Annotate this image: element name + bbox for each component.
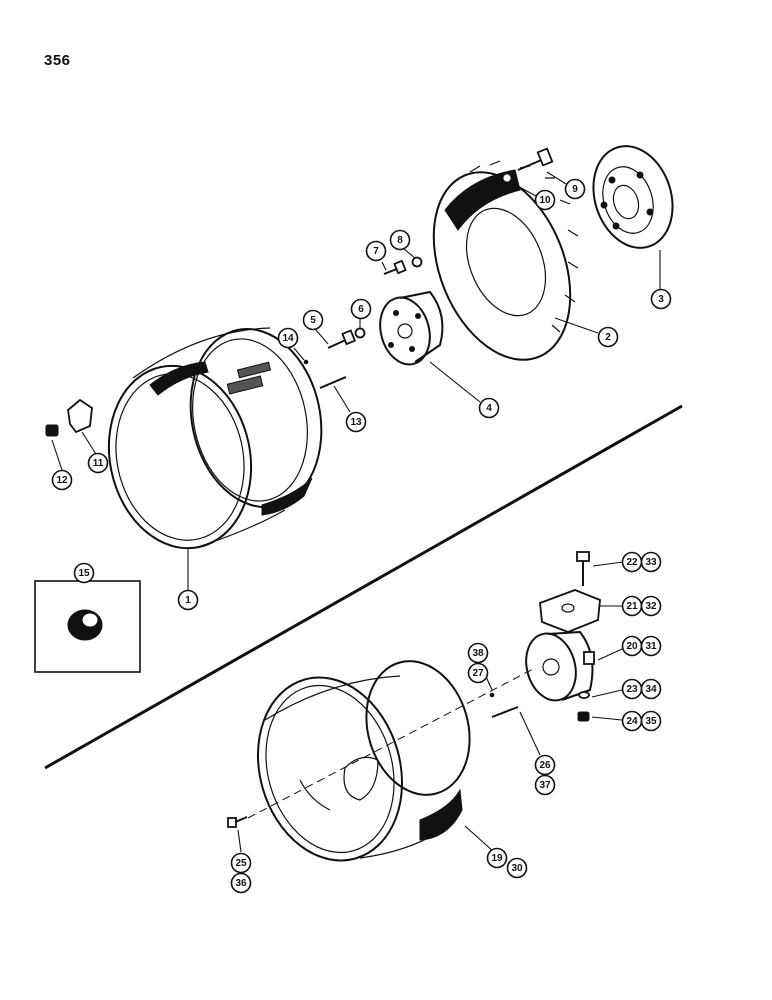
callout-label: 6 bbox=[358, 304, 364, 315]
washer-part-6 bbox=[354, 327, 366, 339]
disc-wheel-part-19 bbox=[256, 660, 471, 862]
callout-label: 22 bbox=[626, 557, 638, 568]
page-number: 356 bbox=[44, 52, 71, 69]
nut-part-10 bbox=[501, 172, 513, 184]
pin-part-14 bbox=[303, 359, 309, 365]
callout-label: 12 bbox=[56, 475, 68, 486]
washer-part-23 bbox=[578, 691, 590, 699]
callout-label: 4 bbox=[486, 403, 492, 414]
assembly-center-line bbox=[247, 667, 536, 819]
hub-part-20 bbox=[525, 631, 595, 702]
callout-30: 30 bbox=[506, 857, 528, 879]
callout-2: 2 bbox=[597, 326, 619, 348]
callout-33: 33 bbox=[640, 551, 662, 573]
callout-label: 1 bbox=[185, 595, 191, 606]
callout-5: 5 bbox=[302, 309, 324, 331]
bolt-part-5 bbox=[327, 329, 357, 349]
callout-11: 11 bbox=[87, 452, 109, 474]
callout-10: 10 bbox=[534, 189, 556, 211]
bolt-part-9 bbox=[517, 147, 554, 171]
callout-label: 34 bbox=[645, 684, 657, 695]
callout-32: 32 bbox=[640, 595, 662, 617]
hub-part-4 bbox=[379, 291, 444, 366]
callout-36: 36 bbox=[230, 872, 252, 894]
callout-label: 26 bbox=[539, 760, 551, 771]
callout-22: 22 bbox=[621, 551, 643, 573]
callout-20: 20 bbox=[621, 635, 643, 657]
clamp-part-21 bbox=[539, 589, 601, 633]
callout-label: 9 bbox=[572, 184, 578, 195]
rim-part-1 bbox=[107, 327, 323, 550]
callout-label: 8 bbox=[397, 235, 403, 246]
callout-label: 30 bbox=[511, 863, 523, 874]
callout-label: 7 bbox=[373, 246, 379, 257]
callout-label: 2 bbox=[605, 332, 611, 343]
callout-label: 13 bbox=[350, 417, 362, 428]
clamp-part-11 bbox=[67, 398, 93, 434]
callout-14: 14 bbox=[277, 327, 299, 349]
callout-6: 6 bbox=[350, 298, 372, 320]
callout-label: 31 bbox=[645, 641, 657, 652]
nut-part-12 bbox=[45, 424, 59, 437]
bolt-part-22 bbox=[576, 551, 590, 586]
callout-1: 1 bbox=[177, 589, 199, 611]
callout-23: 23 bbox=[621, 678, 643, 700]
pin-part-26 bbox=[491, 706, 519, 718]
pin-part-13 bbox=[319, 376, 347, 389]
callout-label: 27 bbox=[472, 668, 484, 679]
callout-35: 35 bbox=[640, 710, 662, 732]
callout-15: 15 bbox=[73, 562, 95, 584]
callout-4: 4 bbox=[478, 397, 500, 419]
callout-7: 7 bbox=[365, 240, 387, 262]
callout-label: 23 bbox=[626, 684, 638, 695]
callout-label: 10 bbox=[539, 195, 551, 206]
bolt-part-25 bbox=[227, 816, 248, 828]
callout-12: 12 bbox=[51, 469, 73, 491]
callout-8: 8 bbox=[389, 229, 411, 251]
pin-part-27 bbox=[489, 692, 495, 698]
callout-label: 32 bbox=[645, 601, 657, 612]
callout-label: 5 bbox=[310, 315, 316, 326]
callout-label: 33 bbox=[645, 557, 657, 568]
callout-34: 34 bbox=[640, 678, 662, 700]
callout-label: 19 bbox=[491, 853, 503, 864]
section-divider-line bbox=[44, 404, 683, 770]
callout-27: 27 bbox=[467, 662, 489, 684]
leader-lines bbox=[51, 171, 661, 853]
callout-24: 24 bbox=[621, 710, 643, 732]
callout-label: 11 bbox=[93, 458, 104, 469]
callout-label: 24 bbox=[626, 716, 638, 727]
callout-label: 15 bbox=[78, 568, 90, 579]
callout-3: 3 bbox=[650, 288, 672, 310]
callout-label: 21 bbox=[626, 601, 638, 612]
bolt-part-7 bbox=[383, 259, 407, 275]
callout-38: 38 bbox=[467, 642, 489, 664]
hub-plate-part-3 bbox=[592, 145, 674, 249]
callout-label: 14 bbox=[282, 333, 294, 344]
callout-label: 3 bbox=[658, 294, 664, 305]
nut-part-8 bbox=[411, 256, 423, 268]
callout-37: 37 bbox=[534, 774, 556, 796]
callout-9: 9 bbox=[564, 178, 586, 200]
callout-label: 36 bbox=[235, 878, 247, 889]
callout-31: 31 bbox=[640, 635, 662, 657]
callout-13: 13 bbox=[345, 411, 367, 433]
nut-part-24 bbox=[577, 711, 590, 722]
inset-box-part-15 bbox=[34, 580, 141, 673]
callout-19: 19 bbox=[486, 847, 508, 869]
callout-label: 20 bbox=[626, 641, 638, 652]
callout-label: 37 bbox=[539, 780, 551, 791]
callout-label: 35 bbox=[645, 716, 657, 727]
callout-21: 21 bbox=[621, 595, 643, 617]
wheel-weight-part-2 bbox=[432, 160, 579, 361]
callout-25: 25 bbox=[230, 852, 252, 874]
callout-label: 38 bbox=[472, 648, 484, 659]
callout-label: 25 bbox=[235, 858, 247, 869]
callout-26: 26 bbox=[534, 754, 556, 776]
